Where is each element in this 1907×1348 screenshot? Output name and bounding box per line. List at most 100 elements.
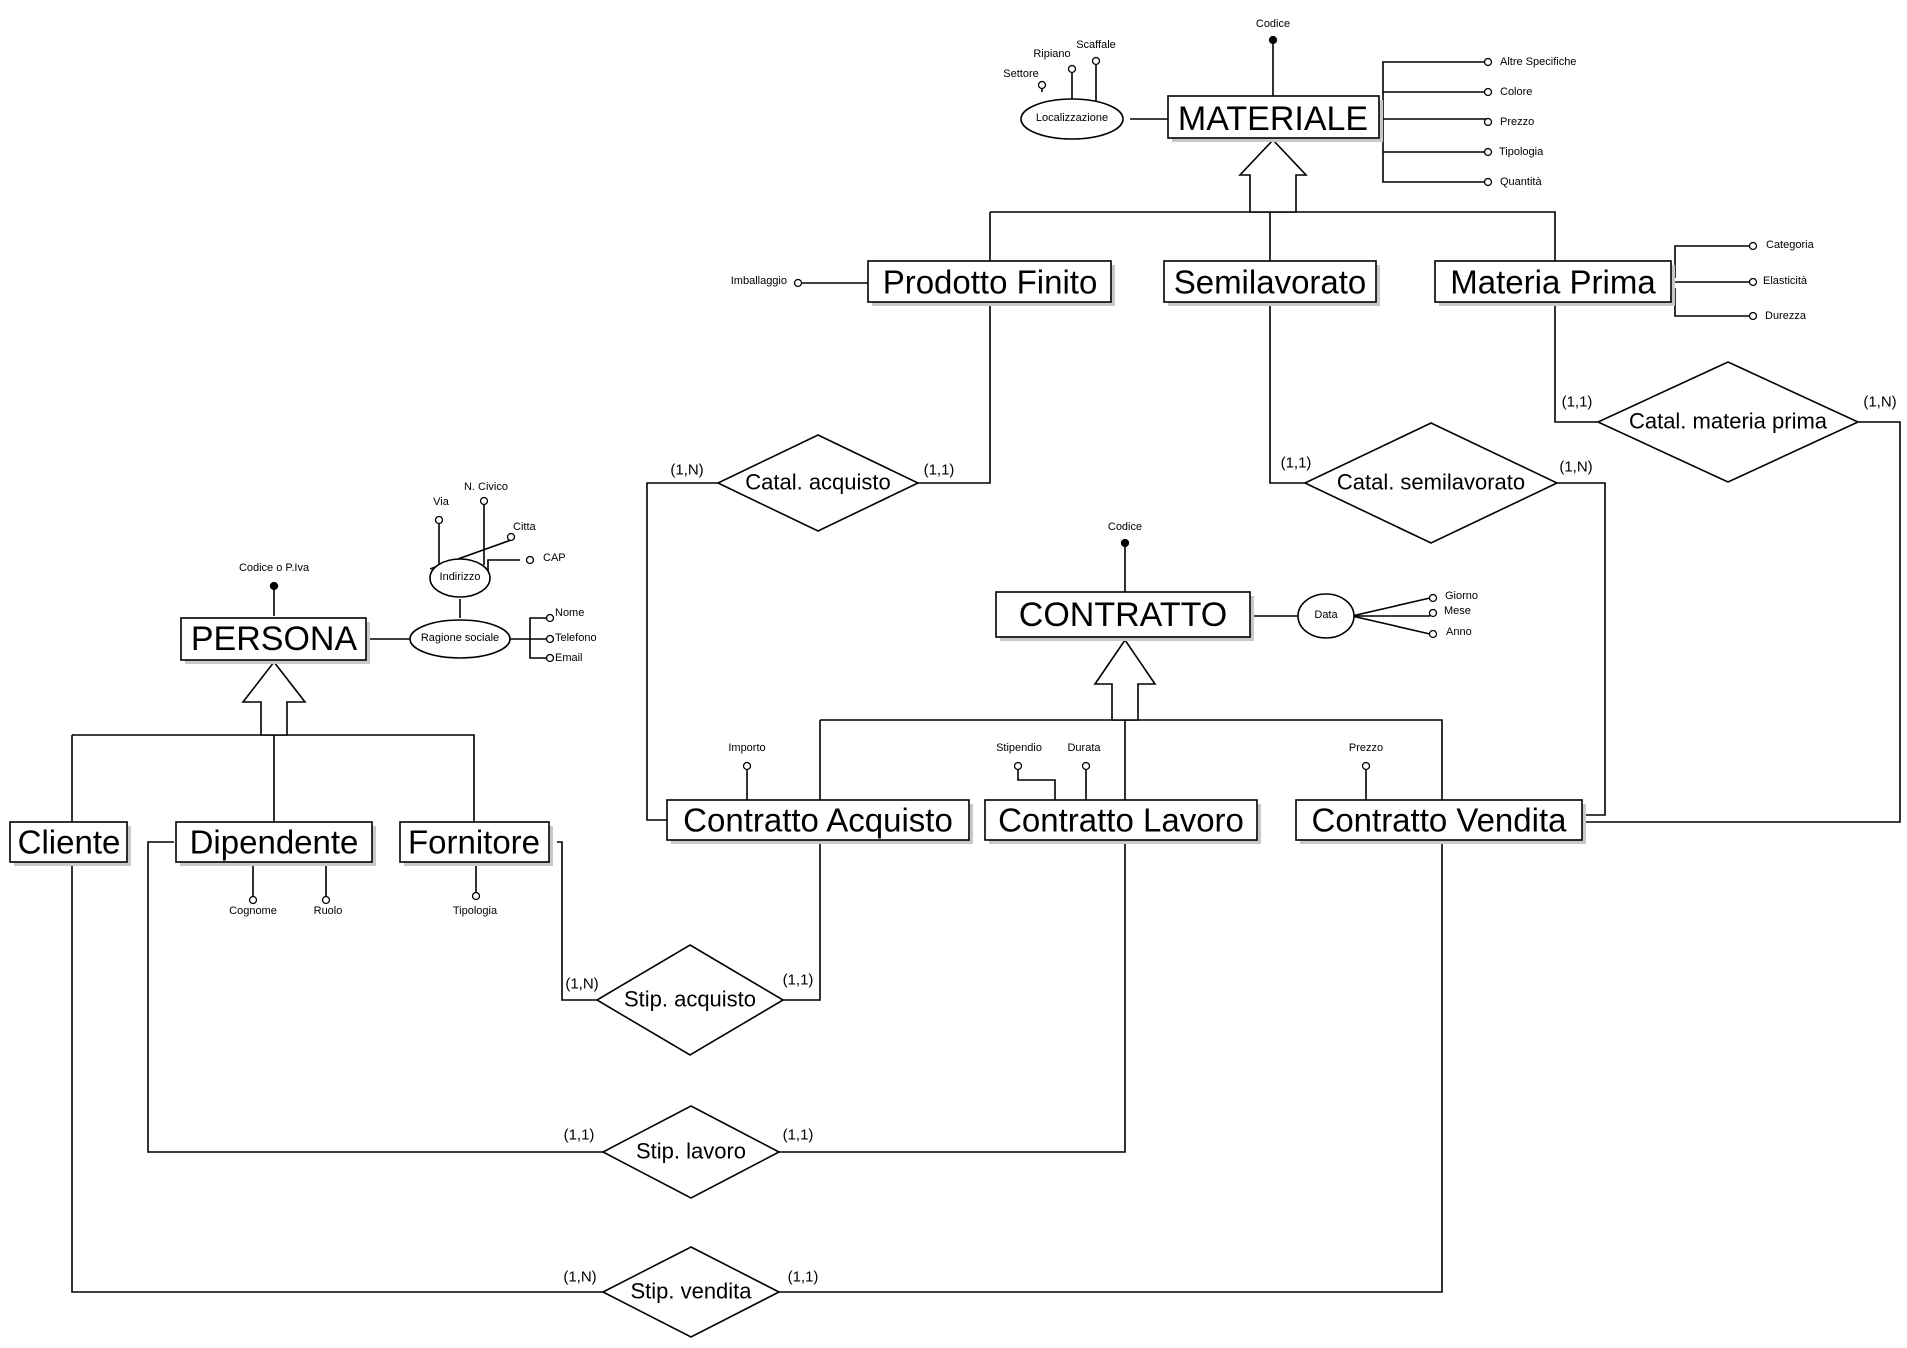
key-attribute-marker [1120, 538, 1130, 548]
cardinality-label: (1,1) [783, 1127, 814, 1144]
composite-attribute-localizzazione[interactable]: Localizzazione [1020, 98, 1124, 140]
attribute-label: Prezzo [1500, 116, 1534, 128]
cardinality-label: (1,N) [563, 1269, 596, 1286]
attribute-persona-codice[interactable]: Codice o P.Iva [239, 562, 310, 591]
entity-label: Contratto Lavoro [998, 802, 1244, 839]
attribute-importo[interactable]: Importo [728, 742, 766, 771]
entity-semilavorato[interactable]: Semilavorato [1163, 260, 1380, 306]
entity-contratto-vendita[interactable]: Contratto Vendita [1295, 799, 1586, 844]
entity-persona[interactable]: PERSONA [180, 617, 370, 664]
attribute-label: Importo [728, 742, 765, 754]
entity-label: Contratto Acquisto [683, 802, 953, 839]
attribute-marker [1483, 147, 1493, 157]
attribute-settore[interactable]: Settore [1003, 68, 1047, 90]
attribute-label: Imballaggio [731, 275, 787, 287]
attribute-marker [793, 278, 803, 288]
relationship-stip-vendita[interactable]: Stip. vendita [601, 1246, 781, 1338]
attribute-tipologia-fornitore[interactable]: Tipologia [453, 891, 498, 918]
attribute-label: Tipologia [1499, 146, 1544, 158]
attribute-stipendio[interactable]: Stipendio [996, 742, 1042, 771]
attribute-marker [434, 515, 444, 525]
attribute-categoria[interactable]: Categoria [1748, 239, 1815, 251]
attribute-mese[interactable]: Mese [1428, 605, 1471, 618]
attribute-durata[interactable]: Durata [1067, 742, 1101, 771]
entity-contratto-lavoro[interactable]: Contratto Lavoro [984, 799, 1261, 844]
relationship-stip-lavoro[interactable]: Stip. lavoro [601, 1105, 781, 1199]
attribute-colore[interactable]: Colore [1483, 86, 1533, 98]
attribute-elasticita[interactable]: Elasticità [1748, 275, 1808, 287]
attribute-altre-specifiche[interactable]: Altre Specifiche [1483, 56, 1577, 68]
attribute-telefono[interactable]: Telefono [545, 632, 597, 644]
attribute-quantita[interactable]: Quantità [1483, 176, 1543, 188]
relationship-catal-semilavorato[interactable]: Catal. semilavorato [1303, 422, 1559, 544]
cardinality-label: (1,1) [788, 1269, 819, 1286]
entity-contratto-acquisto[interactable]: Contratto Acquisto [666, 799, 973, 844]
attribute-label: Codice [1108, 521, 1142, 533]
attribute-label: Via [433, 496, 450, 508]
attribute-label: Durata [1067, 742, 1101, 754]
attribute-anno[interactable]: Anno [1428, 626, 1472, 639]
composite-attribute-ragione-sociale[interactable]: Ragione sociale [409, 619, 511, 659]
attribute-nome[interactable]: Nome [545, 607, 585, 623]
attribute-marker [1483, 177, 1493, 187]
attribute-tipologia-materiale[interactable]: Tipologia [1483, 146, 1545, 158]
relationship-label: Catal. materia prima [1629, 409, 1828, 434]
isa-arrow-materiale [1238, 138, 1308, 213]
attribute-label: Stipendio [996, 742, 1042, 754]
key-attribute-marker [1268, 35, 1278, 45]
entity-prodotto-finito[interactable]: Prodotto Finito [867, 260, 1115, 306]
attribute-via[interactable]: Via [433, 496, 450, 525]
attribute-cap[interactable]: CAP [525, 552, 566, 565]
attribute-citta[interactable]: Citta [506, 521, 537, 542]
composite-attribute-indirizzo[interactable]: Indirizzo [429, 558, 491, 598]
attribute-imballaggio[interactable]: Imballaggio [731, 275, 803, 288]
attribute-marker [1483, 57, 1493, 67]
attribute-label: Categoria [1766, 239, 1815, 251]
entity-label: Fornitore [408, 824, 540, 861]
cardinality-label: (1,N) [1559, 459, 1592, 476]
attribute-label: Colore [1500, 86, 1532, 98]
composite-attribute-label: Localizzazione [1036, 112, 1108, 124]
attribute-cognome[interactable]: Cognome [229, 895, 277, 918]
attribute-marker [1748, 311, 1758, 321]
attribute-n-civico[interactable]: N. Civico [464, 481, 508, 506]
attribute-label: Ruolo [314, 905, 343, 917]
cardinality-label: (1,N) [670, 462, 703, 479]
attribute-prezzo-materiale[interactable]: Prezzo [1483, 116, 1535, 128]
entity-contratto[interactable]: CONTRATTO [995, 591, 1254, 641]
relationship-catal-acquisto[interactable]: Catal. acquisto [716, 434, 920, 532]
entity-dipendente[interactable]: Dipendente [175, 821, 376, 866]
attribute-materiale-codice[interactable]: Codice [1256, 18, 1290, 45]
attribute-prezzo-vendita[interactable]: Prezzo [1349, 742, 1383, 771]
attribute-contratto-codice[interactable]: Codice [1108, 521, 1142, 548]
attribute-ripiano[interactable]: Ripiano [1033, 48, 1077, 74]
entity-cliente[interactable]: Cliente [9, 821, 131, 866]
entity-label: CONTRATTO [1019, 596, 1227, 634]
attribute-giorno[interactable]: Giorno [1428, 590, 1479, 603]
relationship-label: Stip. acquisto [624, 987, 756, 1012]
attribute-email[interactable]: Email [545, 652, 583, 664]
attribute-marker [1428, 608, 1438, 618]
attribute-marker [479, 496, 489, 506]
attribute-label: Altre Specifiche [1500, 56, 1576, 68]
attribute-scaffale[interactable]: Scaffale [1076, 39, 1116, 66]
cardinality-label: (1,1) [1562, 394, 1593, 411]
attribute-durezza[interactable]: Durezza [1748, 310, 1807, 322]
entity-materia-prima[interactable]: Materia Prima [1434, 260, 1675, 306]
attribute-marker [321, 895, 331, 905]
composite-attribute-label: Indirizzo [440, 571, 481, 583]
relationship-stip-acquisto[interactable]: Stip. acquisto [595, 944, 785, 1056]
relationship-label: Catal. acquisto [745, 470, 891, 495]
attribute-ruolo[interactable]: Ruolo [314, 895, 343, 918]
composite-attribute-label: Data [1314, 609, 1338, 621]
attribute-label: Telefono [555, 632, 597, 644]
entity-label: PERSONA [191, 620, 358, 658]
cardinality-label: (1,1) [783, 972, 814, 989]
attribute-marker [1081, 761, 1091, 771]
entity-materiale[interactable]: MATERIALE [1167, 95, 1383, 142]
attribute-label: N. Civico [464, 481, 508, 493]
composite-attribute-data[interactable]: Data [1297, 593, 1355, 639]
entity-fornitore[interactable]: Fornitore [399, 821, 553, 866]
relationship-catal-materia-prima[interactable]: Catal. materia prima [1596, 361, 1860, 483]
